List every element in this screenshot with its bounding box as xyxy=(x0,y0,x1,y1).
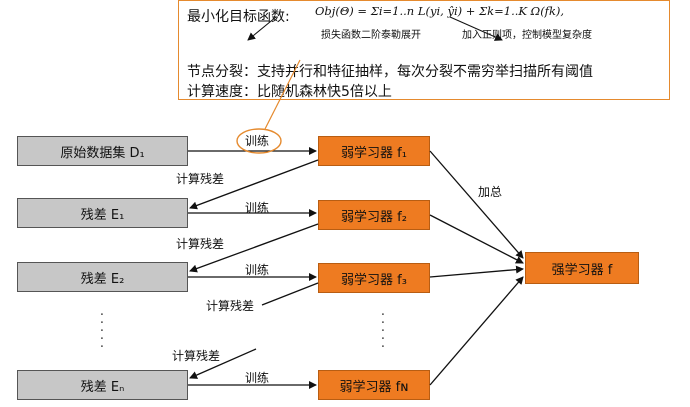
loss-note: 损失函数二阶泰勒展开 xyxy=(321,30,421,41)
train-label-1: 训练 xyxy=(245,134,270,148)
train-highlight-circle xyxy=(236,128,282,154)
train-label-3: 训练 xyxy=(245,263,270,277)
residual-label-b: 计算残差 xyxy=(176,237,225,251)
weak-learner-label-3: 弱学习器 f₃ xyxy=(341,272,407,288)
residual-arrow-2 xyxy=(189,223,319,273)
sum-arrow-1 xyxy=(429,150,524,259)
ellipsis-left: ····· xyxy=(99,308,105,355)
residual-box-2: 残差 E₂ xyxy=(17,262,188,292)
sum-arrow-n xyxy=(429,276,524,386)
objective-label: 最小化目标函数: xyxy=(187,9,290,25)
original-dataset-label: 原始数据集 D₁ xyxy=(60,145,145,161)
train-label-n: 训练 xyxy=(245,371,270,385)
strong-learner-label: 强学习器 f xyxy=(551,262,613,278)
weak-learner-label-n: 弱学习器 fɴ xyxy=(339,379,409,395)
regularization-note: 加入正则项，控制模型复杂度 xyxy=(462,30,592,41)
residual-label-2: 残差 E₂ xyxy=(80,271,125,287)
residual-arrow-n xyxy=(189,348,257,379)
speed-line: 计算速度：比随机森林快5倍以上 xyxy=(187,84,392,100)
weak-learner-box-n: 弱学习器 fɴ xyxy=(318,370,430,400)
split-line: 节点分裂：支持并行和特征抽样，每次分裂不需穷举扫描所有阈值 xyxy=(187,64,593,80)
residual-arrow-1 xyxy=(189,159,319,210)
reg-pointer xyxy=(449,16,503,41)
objective-formula: Obj(Θ) = Σi=1..n L(yi, ŷi) + Σk=1..K Ω(f… xyxy=(315,4,564,18)
weak-learner-box-3: 弱学习器 f₃ xyxy=(318,263,430,293)
residual-label-n: 残差 Eₙ xyxy=(80,379,125,395)
residual-label-1: 残差 E₁ xyxy=(80,207,125,223)
sum-arrow-2 xyxy=(429,214,524,264)
formula-text: Obj(Θ) = Σi=1..n L(yi, ŷi) + Σk=1..K Ω(f… xyxy=(315,4,565,18)
sum-label: 加总 xyxy=(478,185,503,199)
weak-learner-label-2: 弱学习器 f₂ xyxy=(341,209,407,225)
residual-label-c: 计算残差 xyxy=(206,299,255,313)
loss-pointer xyxy=(247,16,277,41)
original-dataset-box: 原始数据集 D₁ xyxy=(17,136,188,166)
xgboost-note-box: 最小化目标函数: Obj(Θ) = Σi=1..n L(yi, ŷi) + Σk… xyxy=(178,0,670,100)
weak-learner-box-2: 弱学习器 f₂ xyxy=(318,200,430,230)
strong-learner-box: 强学习器 f xyxy=(525,252,639,284)
train-label-2: 训练 xyxy=(245,201,270,215)
residual-box-n: 残差 Eₙ xyxy=(17,370,188,400)
residual-arrow-3 xyxy=(261,282,319,306)
residual-label-d: 计算残差 xyxy=(172,349,221,363)
residual-box-1: 残差 E₁ xyxy=(17,198,188,228)
weak-learner-label-1: 弱学习器 f₁ xyxy=(341,145,407,161)
ellipsis-right: ····· xyxy=(380,308,386,355)
weak-learner-box-1: 弱学习器 f₁ xyxy=(318,136,430,166)
residual-label-a: 计算残差 xyxy=(176,172,225,186)
sum-arrow-3 xyxy=(429,265,524,278)
callout-line xyxy=(264,59,301,130)
